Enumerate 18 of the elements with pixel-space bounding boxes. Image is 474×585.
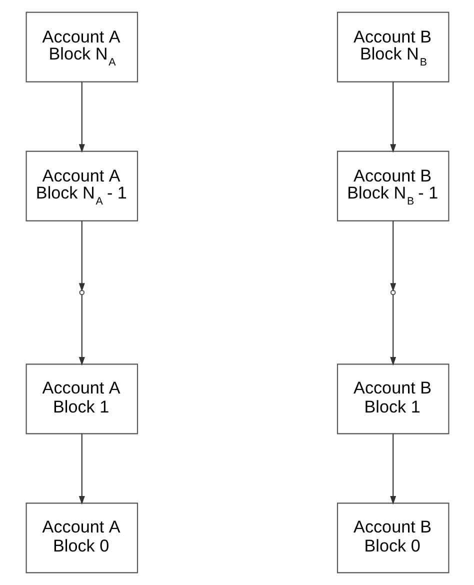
arrow [390, 221, 396, 292]
arrow [78, 82, 84, 153]
node-dots [390, 290, 396, 296]
node-box: Account A Block 0 [25, 502, 138, 574]
arrow [390, 82, 396, 153]
node-box: Account B Block 0 [336, 502, 449, 574]
arrow [78, 221, 84, 292]
node-box: Account B Block N$_{B}$ - 1 [336, 150, 449, 222]
arrow [78, 434, 84, 505]
node-box: Account A Block N$_{A}$ - 1 [25, 150, 138, 222]
node-dots [78, 290, 84, 296]
node-box: Account B Block 1 [336, 364, 449, 434]
arrow [78, 294, 84, 366]
node-box: Account B Block N$_{B}$ [336, 12, 449, 82]
node-box: Account A Block 1 [25, 364, 138, 434]
node-box: Account A Block N$_{A}$ [25, 12, 138, 82]
arrow [390, 294, 396, 366]
arrow [390, 434, 396, 505]
